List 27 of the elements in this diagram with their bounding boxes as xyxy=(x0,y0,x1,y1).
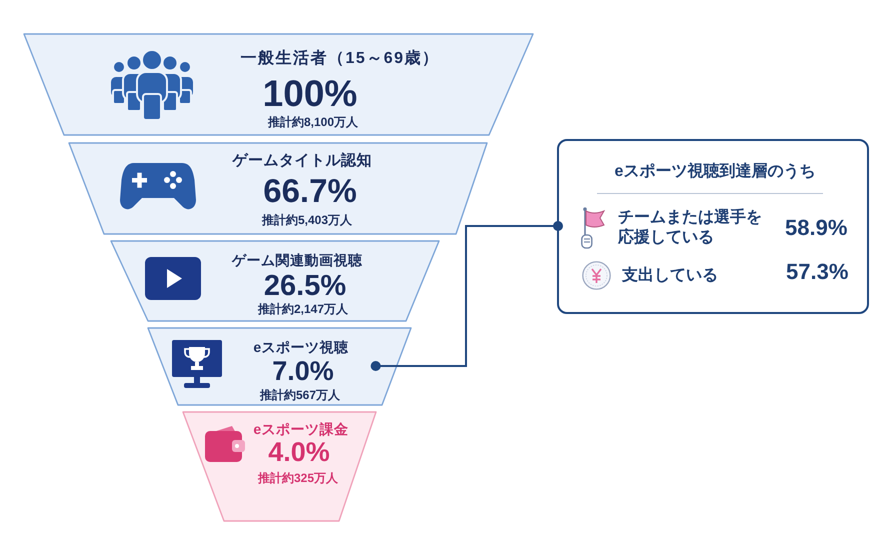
percentage-value: 57.3% xyxy=(786,258,848,286)
funnel-band xyxy=(147,327,412,406)
percentage-value: 58.9% xyxy=(785,214,848,242)
percentage-value: 26.5% xyxy=(264,270,346,302)
funnel-band xyxy=(68,142,488,235)
percentage-value: 100% xyxy=(262,74,358,114)
population-estimate: 推計約2,147万人 xyxy=(258,302,348,316)
percentage-value: 7.0% xyxy=(272,356,334,386)
percentage-value: 66.7% xyxy=(263,174,357,208)
callout-box xyxy=(557,139,869,314)
funnel-band xyxy=(110,240,440,322)
population-estimate: 推計約8,100万人 xyxy=(268,116,358,128)
stage-heading: 一般生活者（15～69歳） xyxy=(240,50,440,68)
percentage-value: 4.0% xyxy=(268,438,330,466)
stage-heading: eスポーツ視聴 xyxy=(253,340,349,354)
stage-heading: eスポーツ課金 xyxy=(253,422,349,436)
leader-line xyxy=(370,221,563,371)
callout-heading: eスポーツ視聴到達層のうち xyxy=(614,162,816,182)
population-estimate: 推計約5,403万人 xyxy=(262,214,352,226)
funnel-band xyxy=(23,33,534,136)
statement-text: 支出している xyxy=(622,266,718,286)
population-estimate: 推計約567万人 xyxy=(260,388,340,402)
stage-heading: ゲーム関連動画視聴 xyxy=(232,252,362,268)
funnel-band xyxy=(182,411,377,522)
stage-heading: ゲームタイトル認知 xyxy=(232,153,372,169)
statement-text: チームまたは選手を応援している xyxy=(618,208,763,248)
population-estimate: 推計約325万人 xyxy=(258,472,338,484)
